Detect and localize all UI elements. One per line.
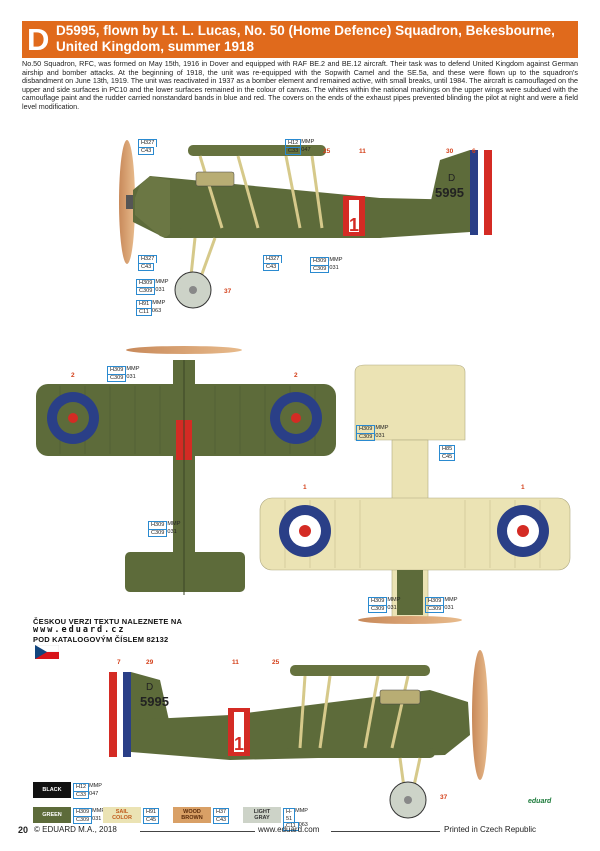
bottom-view	[259, 364, 571, 624]
website-url: www.eduard.com	[258, 825, 320, 834]
printed-in: Printed in Czech Republic	[444, 825, 537, 834]
page-footer: 20 © EDUARD M.A., 2018 www.eduard.com Pr…	[18, 825, 580, 837]
ref-37-b: 37	[440, 794, 448, 801]
ref-2-left: 2	[71, 372, 75, 379]
ref-1-left: 1	[303, 484, 307, 491]
title-banner: D D5995, flown by Lt. L. Lucas, No. 50 (…	[22, 21, 578, 58]
eduard-logo: eduard	[528, 798, 552, 805]
ref-25: 25	[323, 148, 331, 155]
serial-number: 5995	[435, 185, 464, 200]
serial-letter: D	[448, 173, 455, 184]
ref-1-right: 1	[521, 484, 525, 491]
serial-number-2: 5995	[140, 694, 169, 709]
legend-sail-codes: H91 C45	[143, 808, 160, 824]
ref-37: 37	[224, 288, 232, 295]
top-view	[36, 346, 336, 595]
legend-wood-codes: H37 C43	[213, 808, 230, 824]
description-text: No.50 Squadron, RFC, was formed on May 1…	[22, 59, 578, 111]
swatch-green: GREEN	[33, 807, 71, 823]
page-title: D5995, flown by Lt. L. Lucas, No. 50 (Ho…	[56, 23, 555, 54]
czech-reference: ČESKOU VERZI TEXTU NALEZNETE NA www.edua…	[33, 617, 183, 644]
serial-letter-2: D	[146, 682, 153, 693]
fuselage-number-2: 1	[234, 734, 244, 754]
page-number: 20	[18, 825, 29, 835]
ref-29: 29	[146, 659, 154, 666]
czech-flag-icon	[35, 645, 59, 659]
ref-6: 6	[472, 148, 476, 155]
side-view-port: 1 D 5995	[119, 140, 492, 309]
profile-letter: D	[27, 22, 50, 57]
czech-url: www.eduard.cz	[33, 625, 126, 635]
swatch-black: BLACK	[33, 782, 71, 798]
ref-2-right: 2	[294, 372, 298, 379]
side-view-starboard: 1 D 5995	[109, 650, 488, 819]
ref-30: 30	[446, 148, 454, 155]
fuselage-number: 1	[349, 215, 359, 235]
ref-7: 7	[117, 659, 121, 666]
ref-25-b: 25	[272, 659, 280, 666]
ref-11: 11	[359, 148, 366, 155]
copyright: © EDUARD M.A., 2018	[34, 825, 117, 834]
ref-11-b: 11	[232, 659, 239, 666]
